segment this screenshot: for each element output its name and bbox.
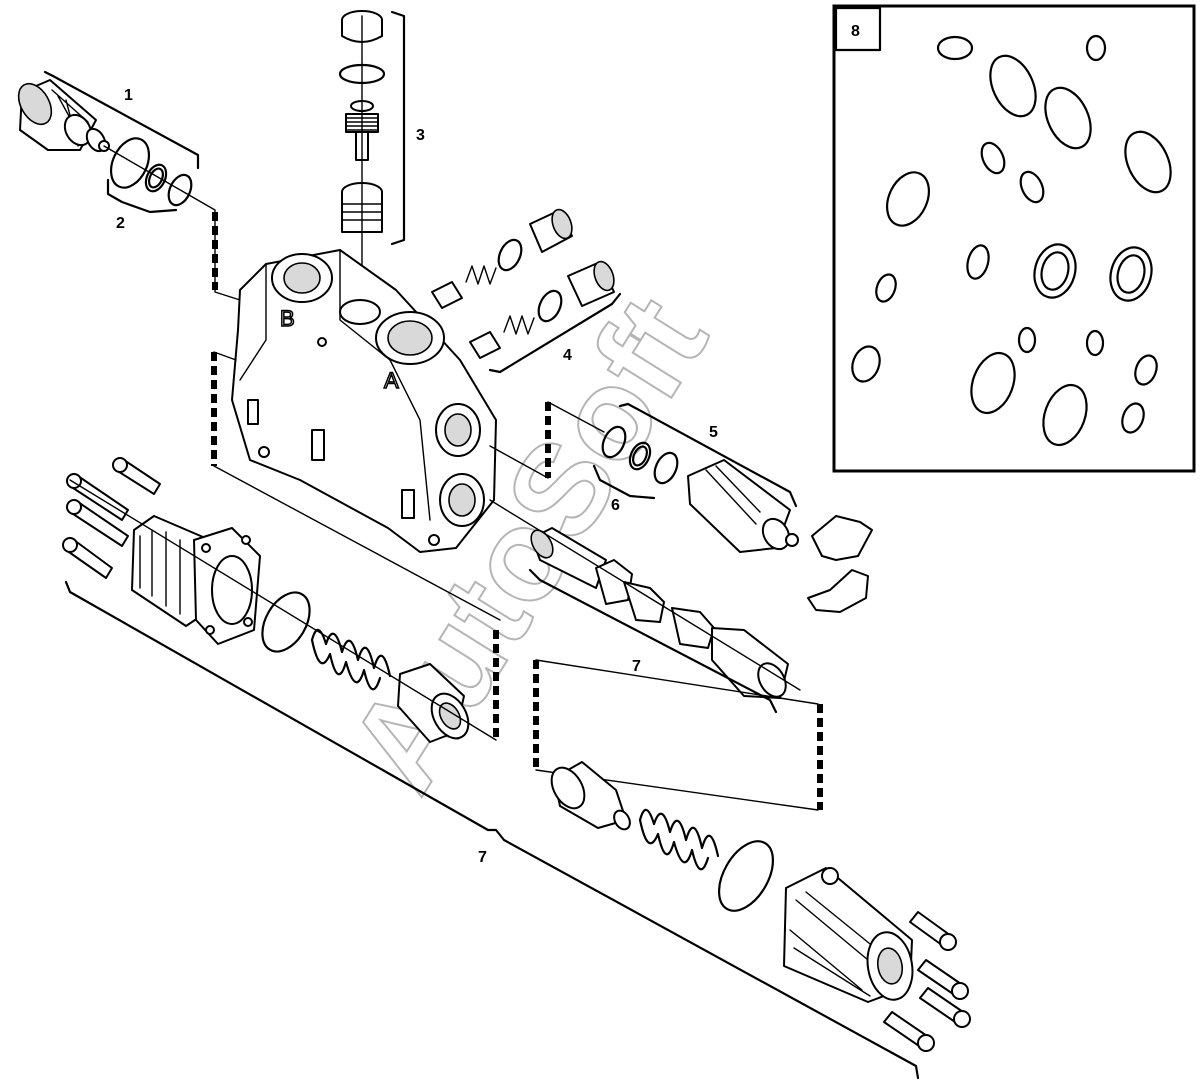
callout-6: 6 [611, 497, 620, 514]
spring-left [310, 628, 392, 691]
callout-2: 2 [116, 215, 125, 232]
axis-line-5 [489, 401, 605, 479]
axis-line-left-cap [213, 465, 501, 621]
callout-8: 8 [851, 23, 860, 40]
o-rings-6 [601, 425, 679, 485]
port-b-letter: B [280, 306, 295, 331]
seal-kit-o-rings [851, 34, 1172, 447]
o-ring-left [261, 591, 311, 653]
seal-kit-frame [832, 4, 1196, 473]
seal-kit-label-box [834, 6, 882, 52]
callout-1: 1 [124, 87, 133, 104]
spring-cap-left [131, 515, 261, 645]
o-rings-2 [109, 137, 193, 207]
valve-body: B A [231, 249, 497, 553]
axis-line-left-cap-2 [69, 479, 497, 741]
bracket-4 [488, 292, 622, 374]
check-valve-stack-3 [338, 10, 386, 311]
callout-3: 3 [416, 127, 425, 144]
port-a-letter: A [384, 368, 399, 393]
end-cap-bolts-right [883, 911, 971, 1052]
spring-cap-right [783, 867, 914, 1003]
axis-line-body [213, 351, 237, 361]
bracket-2 [106, 178, 178, 214]
callout-7-spool: 7 [632, 658, 641, 675]
check-valves-4 [431, 208, 615, 359]
axis-line-1 [103, 145, 241, 301]
callout-5: 5 [709, 424, 718, 441]
bracket-6 [592, 464, 656, 500]
callout-4: 4 [563, 347, 572, 364]
seal-kit-inset: 8 [832, 4, 1196, 473]
callout-7-bottom: 7 [478, 849, 487, 866]
spool-7 [489, 499, 801, 699]
spring-seat-right [550, 761, 631, 831]
bracket-1 [43, 70, 200, 170]
retaining-clip [807, 515, 873, 613]
relief-cartridge-5 [687, 459, 799, 553]
bracket-3 [390, 10, 406, 246]
o-ring-right [717, 840, 775, 912]
spring-seat-left [397, 663, 470, 743]
spring-right [638, 808, 720, 871]
bracket-7-spool [528, 568, 778, 714]
bracket-5 [618, 402, 798, 508]
bracket-7-bottom [64, 580, 920, 1080]
relief-cartridge-1 [17, 79, 110, 153]
